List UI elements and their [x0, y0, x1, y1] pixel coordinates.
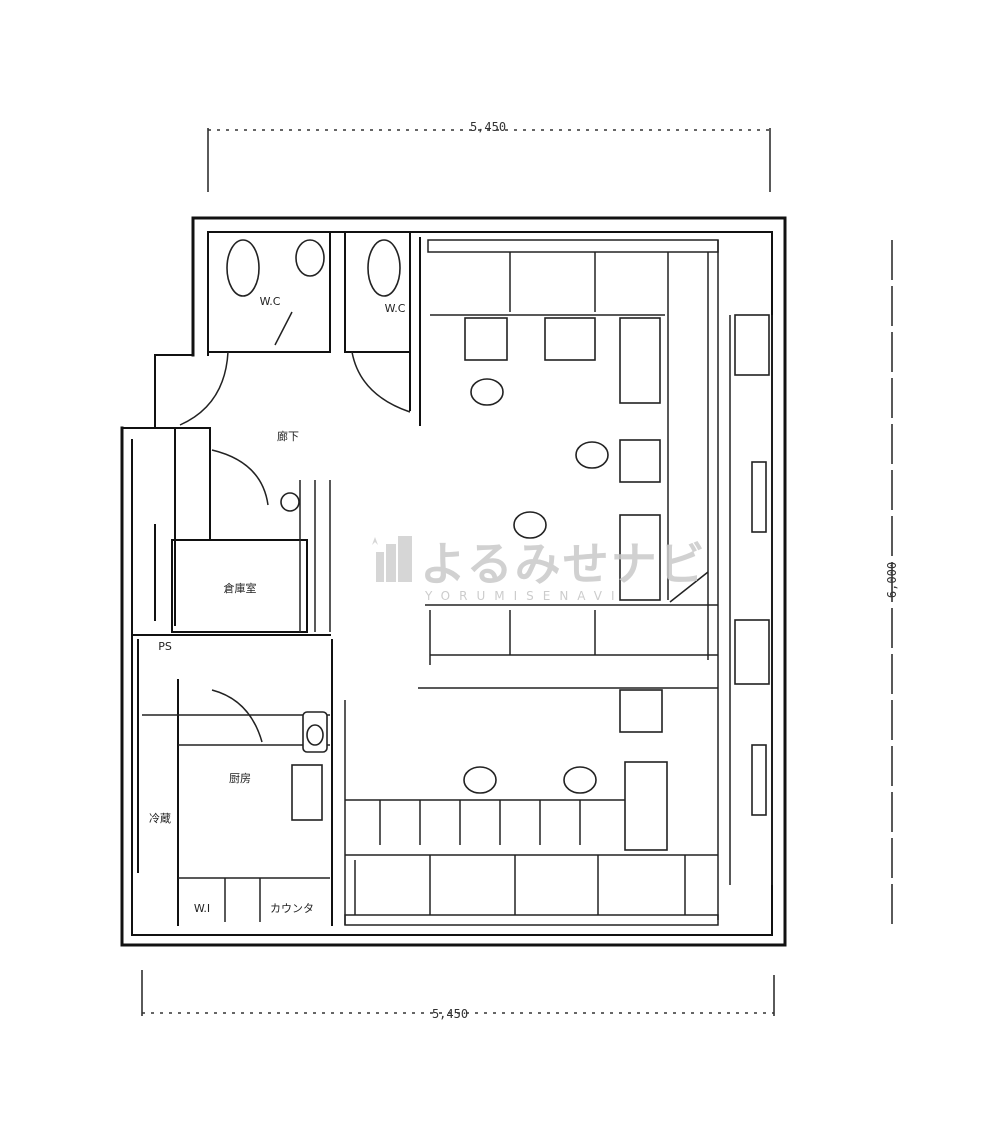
sink-icon	[306, 724, 324, 746]
room-label-wi: W.I	[194, 902, 210, 915]
door-swing	[274, 311, 293, 346]
dimension-bottom: 5,450	[141, 970, 775, 1021]
toilet-icon	[226, 239, 260, 297]
dimension-right: 6,000	[885, 240, 899, 925]
watermark: よるみせナビ YORUMISENAVI	[372, 536, 707, 603]
room-label-corridor: 廊下	[277, 429, 299, 443]
sink-icon	[295, 239, 325, 277]
room-label-counter: カウンタ	[270, 902, 314, 915]
room-label-wc-right: W.C	[385, 302, 406, 315]
outer-walls	[120, 216, 787, 947]
watermark-sub: YORUMISENAVI	[424, 589, 624, 603]
dimension-bottom-label: 5,450	[432, 1007, 468, 1021]
room-label-ps: PS	[158, 640, 172, 653]
main-hall	[344, 237, 719, 926]
room-label-wc-left: W.C	[260, 295, 281, 308]
room-label-kitchen: 厨房	[229, 772, 251, 785]
wc-block: W.C W.C	[179, 231, 411, 426]
service-rooms: 廊下 倉庫室	[131, 427, 331, 636]
room-label-refrigerator: 冷蔵	[149, 812, 171, 825]
watermark-main: よるみせナビ	[420, 537, 707, 591]
kitchen-area: 厨房 PS 冷蔵 W.I カウンタ	[137, 639, 333, 926]
sink-icon	[280, 492, 300, 512]
dimension-top: 5,450	[207, 120, 771, 192]
dimension-top-label: 5,450	[470, 120, 506, 134]
building-logo-icon	[372, 536, 412, 582]
toilet-icon	[367, 239, 401, 297]
dimension-right-label: 6,000	[885, 562, 899, 598]
room-label-storage: 倉庫室	[224, 581, 257, 595]
door-swing	[351, 351, 411, 413]
door-swing	[179, 351, 229, 426]
